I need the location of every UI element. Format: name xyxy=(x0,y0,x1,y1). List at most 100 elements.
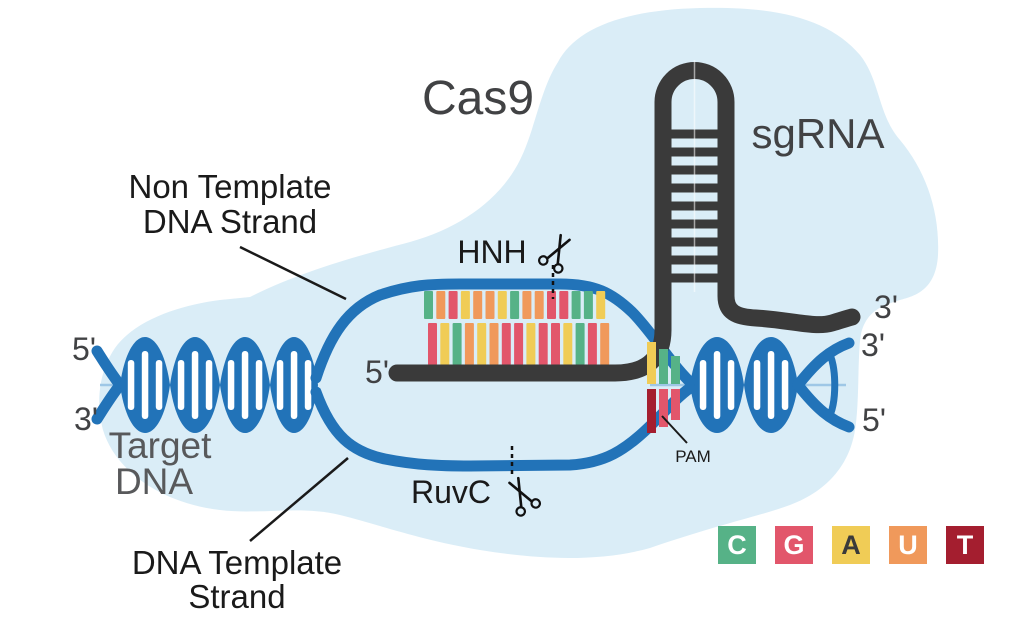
template-label-line2: Strand xyxy=(188,578,285,615)
helix-groove-slit xyxy=(699,360,707,410)
base-pair-bar-bottom xyxy=(587,323,597,365)
base-pair-bar-top xyxy=(460,291,470,319)
helix-groove-slit xyxy=(205,360,213,410)
base-pair-bar-bottom xyxy=(428,323,437,365)
legend-swatch-A xyxy=(832,526,870,564)
target-dna-label-line2: DNA xyxy=(115,461,193,502)
target-left-3prime-label: 3' xyxy=(74,401,98,437)
non-template-label-line1: Non Template xyxy=(128,168,331,205)
legend-letter-C: C xyxy=(727,530,747,560)
helix-groove-slit xyxy=(304,360,312,410)
non-template-leader-line xyxy=(239,245,347,301)
pam-base-pairs-bottom xyxy=(647,389,680,433)
helix-strand-tip xyxy=(91,379,126,425)
base-pair-bar-bottom xyxy=(526,323,536,365)
base-pair-bar-top xyxy=(547,291,556,319)
helix-groove-slit xyxy=(753,360,761,410)
helix-right-end-fork xyxy=(792,337,855,433)
template-label-line1: DNA Template xyxy=(132,544,342,581)
helix-groove-slit xyxy=(127,360,135,410)
base-pair-bar-top xyxy=(424,291,433,319)
helix-strand-tip xyxy=(792,379,855,433)
helix-strand-tip xyxy=(792,337,855,391)
target-left-5prime-label: 5' xyxy=(72,331,96,367)
pam-bar-top xyxy=(659,349,668,384)
base-pair-bar-top xyxy=(448,291,458,319)
helix-groove-slit xyxy=(290,351,298,419)
sgrna-5prime-label: 5' xyxy=(365,354,389,390)
helix-groove-slit xyxy=(713,351,721,419)
legend-letter-U: U xyxy=(898,530,918,560)
target-dna-helix-right xyxy=(650,337,855,433)
helix-right-lenses xyxy=(690,337,798,433)
hybrid-base-pairs-bottom-row xyxy=(428,323,610,365)
base-pair-bar-top xyxy=(497,291,507,319)
helix-groove-slit xyxy=(781,360,789,410)
base-pair-bar-top xyxy=(534,291,544,319)
sgrna-3prime-label: 3' xyxy=(874,289,898,325)
legend-letter-A: A xyxy=(841,530,861,560)
helix-groove-slit xyxy=(227,360,235,410)
helix-groove-slit xyxy=(241,351,249,419)
legend-letter-G: G xyxy=(783,530,804,560)
legend-letter-T: T xyxy=(957,530,974,560)
helix-groove-slit xyxy=(191,351,199,419)
helix-groove-slit xyxy=(276,360,284,410)
sgrna-molecule xyxy=(388,60,861,382)
pam-bar-top xyxy=(671,356,680,384)
pam-bar-bottom xyxy=(647,389,656,433)
base-pair-bar-bottom xyxy=(477,323,487,365)
pam-bar-bottom xyxy=(659,389,668,427)
target-right-3prime-label: 3' xyxy=(861,327,885,363)
base-pair-bar-top xyxy=(522,291,532,319)
helix-groove-slit xyxy=(155,360,163,410)
helix-groove-slit xyxy=(177,360,185,410)
base-pair-bar-bottom xyxy=(501,323,511,365)
base-pair-bar-bottom xyxy=(551,323,560,365)
template-leader-line xyxy=(249,457,349,542)
target-right-5prime-label: 5' xyxy=(862,402,886,438)
sgrna-label: sgRNA xyxy=(751,110,884,157)
base-pair-bar-bottom xyxy=(452,323,462,365)
helix-left-end-forks xyxy=(91,345,126,425)
pam-bar-bottom xyxy=(671,389,680,420)
ruvc-label: RuvC xyxy=(411,474,491,510)
hybrid-base-pairs-top-row xyxy=(424,291,606,319)
base-pair-bar-bottom xyxy=(489,323,499,365)
base-pair-bar-bottom xyxy=(440,323,450,365)
pam-leader-line xyxy=(661,415,688,444)
helix-groove-slit xyxy=(255,360,263,410)
legend-swatch-T xyxy=(946,526,984,564)
base-pair-bar-top xyxy=(473,291,483,319)
non-template-dna-strand xyxy=(310,278,696,388)
legend-swatch-C xyxy=(718,526,756,564)
base-pair-bar-top xyxy=(485,291,495,319)
base-pair-bar-top xyxy=(436,291,446,319)
base-pair-bar-bottom xyxy=(563,323,573,365)
helix-groove-slit xyxy=(767,351,775,419)
base-pair-bar-top xyxy=(571,291,581,319)
base-pair-bar-top xyxy=(510,291,520,319)
non-template-label-line2: DNA Strand xyxy=(143,203,317,240)
base-pair-bar-top xyxy=(559,291,569,319)
base-pair-bar-bottom xyxy=(575,323,585,365)
base-pair-bar-bottom xyxy=(514,323,524,365)
cas9-label: Cas9 xyxy=(422,72,534,125)
base-pair-bar-top xyxy=(596,291,606,319)
base-pair-bar-top xyxy=(583,291,593,319)
base-pair-bar-bottom xyxy=(464,323,474,365)
legend-swatch-G xyxy=(775,526,813,564)
helix-groove-slit xyxy=(727,360,735,410)
helix-groove-slit xyxy=(141,351,149,419)
sgrna-backbone xyxy=(388,62,861,382)
helix-fork-inner-arc xyxy=(824,348,839,422)
target-dna-label-line1: Target xyxy=(109,425,213,466)
pam-label: PAM xyxy=(675,447,711,466)
pam-bar-top xyxy=(647,342,656,384)
helix-left-lenses xyxy=(120,337,318,433)
hnh-label: HNH xyxy=(457,234,526,270)
pam-base-pairs-top xyxy=(647,342,680,384)
